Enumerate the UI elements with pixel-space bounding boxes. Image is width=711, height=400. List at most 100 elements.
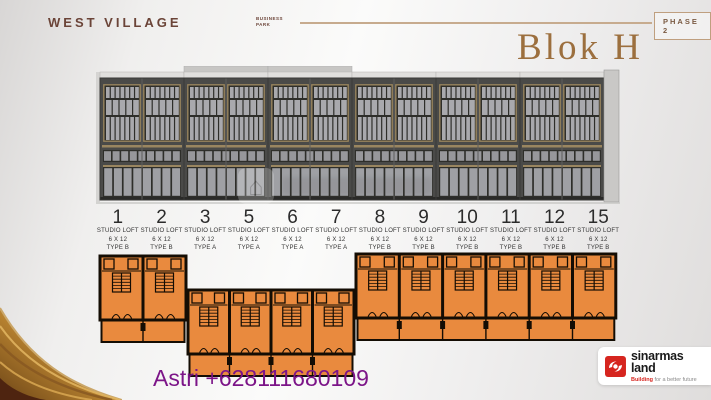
unit-line1: STUDIO LOFT (446, 228, 489, 234)
unit-line1: STUDIO LOFT (96, 228, 139, 234)
page-title: Blok H (517, 27, 643, 68)
unit-no: 8 (374, 207, 386, 228)
unit-no: 10 (456, 207, 478, 228)
unit-size: 6 X 12 (545, 236, 564, 243)
header-rule (300, 22, 652, 24)
unit-no: 3 (199, 207, 211, 228)
sinarmas-tagline-strong: Building (630, 376, 653, 383)
unit-type: TYPE B (150, 245, 173, 252)
unit-no: 9 (418, 207, 429, 228)
unit-type: TYPE B (455, 245, 479, 252)
floor-plan-block (186, 288, 356, 377)
sinarmas-tagline-rest: for a better future (652, 376, 697, 383)
unit-no: 11 (501, 207, 521, 228)
unit-no: 6 (287, 207, 298, 228)
phase-badge: PHASE 2 (654, 12, 711, 40)
unit-type: TYPE A (281, 245, 304, 252)
sinarmas-icon (605, 355, 626, 377)
sinarmas-name: sinarmas land (630, 348, 684, 375)
elevation-section (99, 71, 185, 201)
sinarmas-land-logo: sinarmas land Building for a better futu… (598, 347, 711, 385)
unit-size: 6 X 12 (283, 236, 302, 243)
unit-line1: STUDIO LOFT (315, 228, 358, 234)
unit-no: 2 (156, 207, 167, 228)
unit-type: TYPE B (412, 245, 435, 252)
unit-size: 6 X 12 (239, 236, 259, 243)
unit-size: 6 X 12 (370, 236, 390, 243)
floor-plan-unit (526, 254, 571, 340)
unit-line1: STUDIO LOFT (227, 228, 270, 234)
unit-type: TYPE B (543, 245, 566, 252)
unit-type: TYPE B (106, 245, 130, 252)
unit-no: 12 (543, 207, 566, 228)
watermark-text-blur (282, 177, 432, 195)
unit-size: 6 X 12 (326, 236, 346, 243)
unit-size: 6 X 12 (152, 236, 171, 243)
floor-plan-unit (102, 258, 141, 319)
unit-size: 6 X 12 (195, 236, 215, 243)
contact-phone: Astri +628111680109 (153, 365, 369, 391)
watermark-house-icon: ⌂ (238, 168, 274, 204)
unit-type: TYPE A (325, 245, 348, 252)
unit-type: TYPE B (586, 245, 610, 252)
unit-line1: STUDIO LOFT (577, 228, 620, 234)
floor-plans (98, 252, 618, 377)
unit-size: 6 X 12 (414, 236, 433, 243)
unit-type: TYPE B (368, 245, 392, 252)
unit-no: 5 (243, 207, 255, 228)
unit-line1: STUDIO LOFT (358, 228, 401, 234)
floor-plan-unit (140, 256, 184, 342)
unit-line1: STUDIO LOFT (489, 228, 532, 234)
unit-size: 6 X 12 (457, 236, 477, 243)
floor-plan-unit (190, 292, 228, 353)
unit-no: 1 (112, 207, 124, 228)
unit-line1: STUDIO LOFT (184, 228, 227, 234)
unit-no: 15 (587, 207, 609, 228)
brand-subtitle: BUSINESS PARK (256, 16, 283, 28)
floor-plan-unit (268, 290, 311, 376)
floor-plan-unit (396, 254, 441, 340)
building-elevation (96, 66, 620, 204)
floor-plan-unit (570, 254, 614, 340)
unit-no: 7 (330, 207, 342, 228)
elevation-section (183, 66, 269, 201)
unit-type: TYPE A (237, 245, 260, 252)
unit-size: 6 X 12 (501, 236, 521, 243)
floor-plan-unit (483, 254, 528, 340)
unit-line1: STUDIO LOFT (271, 228, 314, 234)
unit-size: 6 X 12 (108, 236, 128, 243)
unit-type: TYPE B (499, 245, 523, 252)
floor-plan-block (98, 254, 188, 343)
unit-line1: STUDIO LOFT (533, 228, 576, 234)
brand-logo: WEST VILLAGE (48, 15, 182, 30)
elevation-section (351, 71, 437, 201)
corner-decoration (0, 307, 122, 400)
unit-size: 6 X 12 (588, 236, 608, 243)
brand-subtitle-line2: PARK (256, 21, 271, 27)
elevation-section (519, 71, 605, 201)
sinarmas-tagline: Building for a better future (631, 377, 711, 383)
floor-plan-unit (440, 254, 484, 340)
watermark: ⌂ (238, 168, 468, 206)
elevation-section (267, 66, 353, 201)
unit-line1: STUDIO LOFT (140, 228, 183, 234)
floor-plan-unit (310, 290, 352, 376)
unit-type: TYPE A (194, 245, 217, 252)
unit-line1: STUDIO LOFT (402, 228, 445, 234)
floor-plan-block (354, 252, 618, 341)
elevation-section (435, 71, 521, 201)
brand-subtitle-line1: BUSINESS (256, 16, 284, 21)
